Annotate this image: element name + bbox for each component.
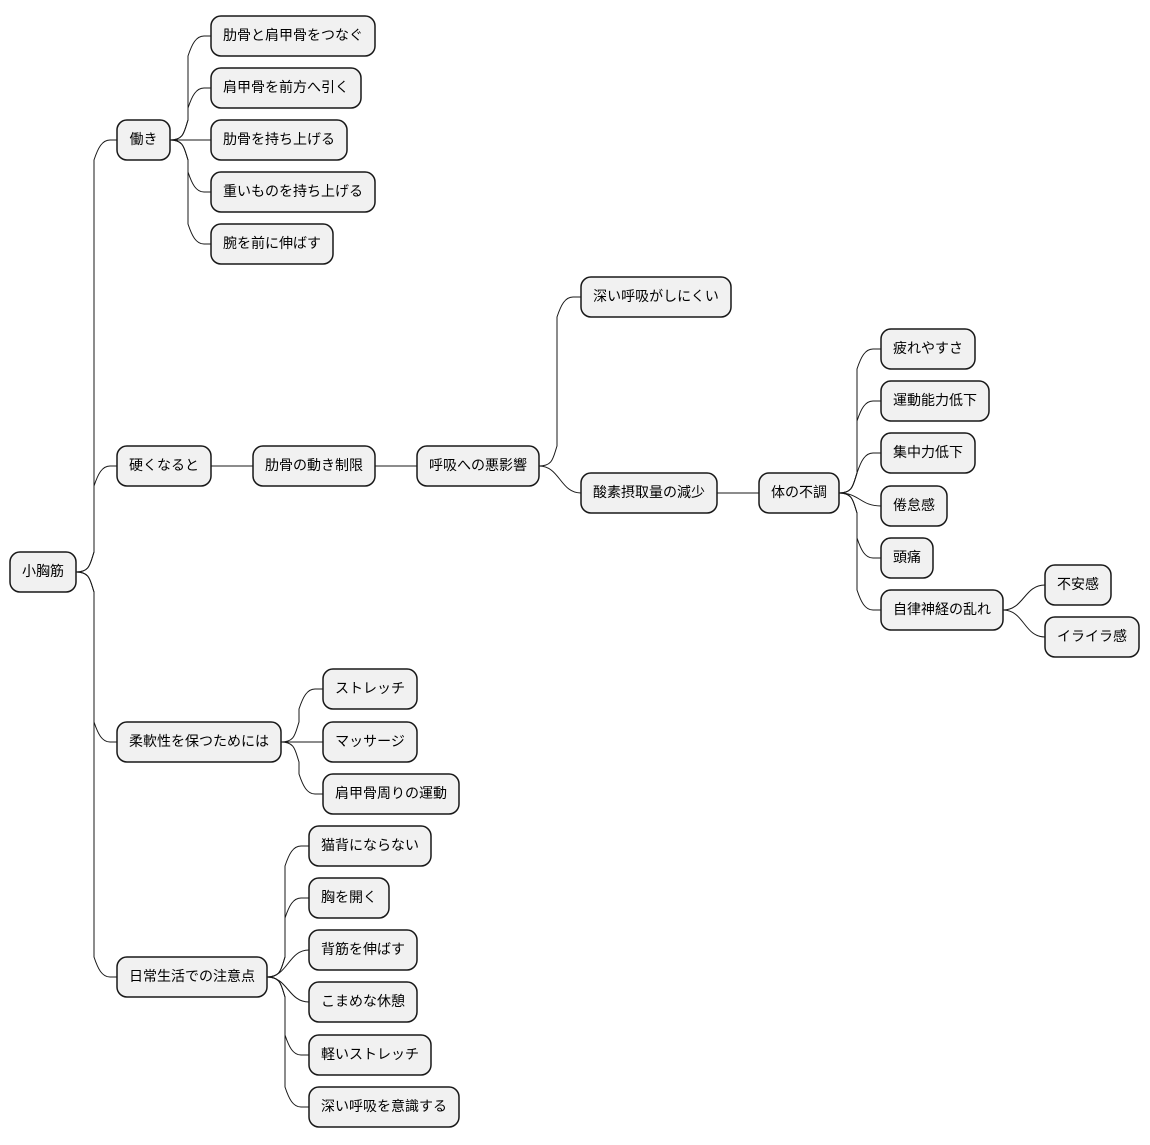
svg-text:こまめな休憩: こまめな休憩 [321,993,405,1010]
node-deep-hard: 深い呼吸がしにくい [580,276,732,318]
node-stiff: 硬くなると [116,445,212,487]
svg-text:自律神経の乱れ: 自律神経の乱れ [893,602,991,618]
connector-action-to-action-5 [169,139,211,245]
connector-body-issue-to-headache [838,492,881,559]
connector-root-to-action [75,139,117,573]
node-action-2: 肩甲骨を前方へ引く [210,67,362,109]
node-flex: 柔軟性を保つためには [116,721,282,763]
connector-daily-to-open-chest [266,897,309,978]
svg-text:疲れやすさ: 疲れやすさ [893,340,963,357]
svg-text:重いものを持ち上げる: 重いものを持ち上げる [223,184,363,200]
svg-text:不安感: 不安感 [1057,576,1099,593]
node-action-3: 肋骨を持ち上げる [210,119,348,161]
svg-text:背筋を伸ばす: 背筋を伸ばす [321,941,405,958]
node-action-4: 重いものを持ち上げる [210,171,376,213]
svg-text:日常生活での注意点: 日常生活での注意点 [129,968,255,985]
connector-body-issue-to-motor-down [838,400,881,494]
svg-text:硬くなると: 硬くなると [129,458,199,474]
node-massage: マッサージ [322,721,418,763]
mind-map-connectors [75,35,1046,1108]
svg-text:柔軟性を保つためには: 柔軟性を保つためには [129,734,269,750]
connector-root-to-flex [75,571,117,743]
node-straighten-back: 背筋を伸ばす [308,929,418,971]
connector-breath-bad-to-deep-hard [538,296,581,467]
node-anxiety: 不安感 [1044,564,1112,606]
connector-daily-to-no-slouch [266,845,309,978]
connector-autonomic-to-irritation [1002,609,1046,638]
svg-text:深い呼吸がしにくい: 深い呼吸がしにくい [593,289,719,305]
svg-text:酸素摂取量の減少: 酸素摂取量の減少 [593,484,705,501]
svg-text:肩甲骨周りの運動: 肩甲骨周りの運動 [335,786,447,802]
connector-body-issue-to-fatigue [838,348,881,494]
node-action-5: 腕を前に伸ばす [210,223,334,265]
node-rib-limit: 肋骨の動き制限 [252,445,376,487]
connector-daily-to-straighten-back [266,949,310,978]
svg-text:呼吸への悪影響: 呼吸への悪影響 [429,457,527,474]
node-body-issue: 体の不調 [758,472,840,514]
svg-text:運動能力低下: 運動能力低下 [893,393,977,409]
node-irritation: イライラ感 [1044,616,1140,658]
connector-daily-to-light-stretch [266,976,309,1056]
node-action-1: 肋骨と肩甲骨をつなぐ [210,15,376,57]
svg-text:肋骨を持ち上げる: 肋骨を持ち上げる [223,132,335,148]
connector-autonomic-to-anxiety [1002,584,1046,611]
svg-text:マッサージ: マッサージ [335,734,405,750]
node-daily: 日常生活での注意点 [116,956,268,998]
connector-root-to-stiff [75,465,117,573]
connector-body-issue-to-autonomic [838,492,881,611]
node-headache: 頭痛 [880,537,934,579]
connector-root-to-daily [75,571,117,978]
svg-text:働き: 働き [130,132,158,148]
svg-text:肋骨の動き制限: 肋骨の動き制限 [265,458,363,474]
svg-text:猫背にならない: 猫背にならない [321,838,419,854]
svg-text:胸を開く: 胸を開く [321,890,377,906]
connector-breath-bad-to-oxygen-down [538,465,582,494]
connector-daily-to-breaks [266,976,310,1003]
node-scap-exercise: 肩甲骨周りの運動 [322,773,460,815]
svg-text:小胸筋: 小胸筋 [22,563,64,580]
node-action: 働き [116,119,171,161]
node-light-stretch: 軽いストレッチ [308,1034,432,1076]
svg-text:集中力低下: 集中力低下 [893,444,963,461]
connector-action-to-action-4 [169,139,211,193]
connector-daily-to-mindful-breath [266,976,309,1108]
node-mindful-breath: 深い呼吸を意識する [308,1086,460,1128]
node-root: 小胸筋 [9,551,77,593]
node-fatigue: 疲れやすさ [880,328,976,370]
svg-text:イライラ感: イライラ感 [1057,628,1127,645]
connector-flex-to-scap-exercise [280,741,323,795]
node-motor-down: 運動能力低下 [880,380,990,422]
node-open-chest: 胸を開く [308,877,390,919]
svg-text:肩甲骨を前方へ引く: 肩甲骨を前方へ引く [223,79,349,96]
node-autonomic: 自律神経の乱れ [880,589,1004,631]
connector-body-issue-to-lethargy [838,492,882,507]
node-breaks: こまめな休憩 [308,981,418,1023]
connector-body-issue-to-focus-down [838,452,881,494]
node-focus-down: 集中力低下 [880,432,976,474]
node-oxygen-down: 酸素摂取量の減少 [580,472,718,514]
node-breath-bad: 呼吸への悪影響 [416,445,540,487]
svg-text:軽いストレッチ: 軽いストレッチ [321,1047,419,1063]
node-no-slouch: 猫背にならない [308,825,432,867]
connector-action-to-action-2 [169,87,211,141]
svg-text:深い呼吸を意識する: 深い呼吸を意識する [321,1098,447,1115]
svg-text:ストレッチ: ストレッチ [335,681,405,697]
svg-text:肋骨と肩甲骨をつなぐ: 肋骨と肩甲骨をつなぐ [223,28,363,44]
node-stretch: ストレッチ [322,668,418,710]
connector-flex-to-stretch [280,688,323,743]
svg-text:倦怠感: 倦怠感 [893,497,935,514]
node-lethargy: 倦怠感 [880,485,948,527]
svg-text:頭痛: 頭痛 [893,549,921,566]
svg-text:体の不調: 体の不調 [771,485,827,501]
svg-text:腕を前に伸ばす: 腕を前に伸ばす [223,235,321,252]
